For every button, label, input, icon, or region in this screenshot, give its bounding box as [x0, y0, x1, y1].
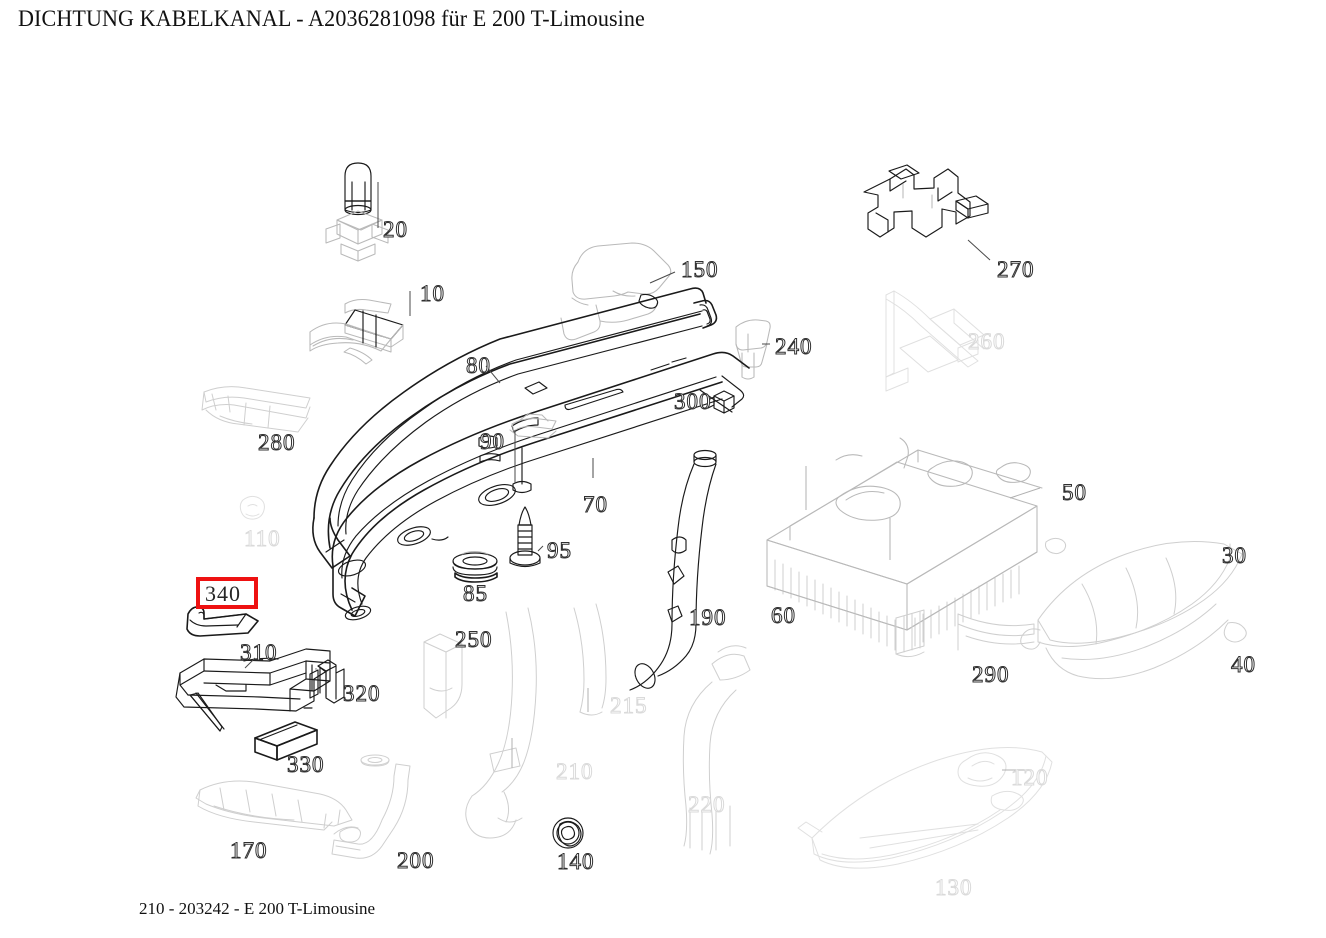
page-footer: 210 - 203242 - E 200 T-Limousine	[139, 899, 376, 918]
part-260-linework	[885, 290, 985, 392]
callout-20[interactable]: 20	[383, 217, 408, 242]
part-60-linework	[895, 609, 925, 658]
callout-150[interactable]: 150	[681, 257, 719, 282]
callout-85[interactable]: 85	[463, 581, 488, 606]
callout-60[interactable]: 60	[771, 603, 796, 628]
callout-270[interactable]: 270	[997, 257, 1035, 282]
exploded-parts-diagram[interactable]: 20 10 150 270 240 260 80 300 280 90 70 5…	[0, 48, 1326, 900]
callout-340[interactable]: 340	[205, 581, 241, 606]
part-130-linework	[797, 747, 1053, 869]
part-240-linework	[735, 319, 771, 380]
callout-250[interactable]: 250	[455, 627, 493, 652]
callout-210[interactable]: 210	[556, 759, 594, 784]
part-140-linework	[552, 817, 584, 849]
part-320-linework	[309, 659, 345, 704]
diagram-linework	[175, 162, 1247, 869]
part-210-linework	[465, 607, 537, 839]
callout-80[interactable]: 80	[466, 353, 491, 378]
callout-240[interactable]: 240	[775, 334, 813, 359]
callout-170[interactable]: 170	[230, 838, 268, 863]
callout-140[interactable]: 140	[557, 849, 595, 874]
callout-260[interactable]: 260	[968, 329, 1006, 354]
part-95-linework	[509, 506, 541, 568]
callout-130[interactable]: 130	[935, 875, 973, 900]
part-20-linework	[325, 162, 389, 262]
callout-30[interactable]: 30	[1222, 543, 1247, 568]
part-310-linework	[175, 648, 331, 712]
part-200-linework	[331, 763, 411, 859]
part-190-linework	[629, 449, 717, 691]
part-250-linework	[423, 633, 463, 719]
callout-120[interactable]: 120	[1011, 765, 1049, 790]
selected-part-highlight-box[interactable]: 340	[196, 577, 258, 609]
part-50-linework	[766, 437, 1043, 651]
callout-200[interactable]: 200	[397, 848, 435, 873]
callout-110[interactable]: 110	[244, 526, 281, 551]
part-220-linework	[682, 645, 751, 855]
part-30-linework	[1020, 537, 1247, 680]
callout-320[interactable]: 320	[343, 681, 381, 706]
callout-330[interactable]: 330	[287, 752, 325, 777]
callout-90[interactable]: 90	[480, 429, 505, 454]
part-340-linework	[186, 606, 259, 637]
part-300-linework	[707, 390, 735, 414]
part-70-linework	[331, 351, 750, 621]
part-270-linework	[863, 164, 989, 238]
part-110-linework	[239, 495, 265, 520]
part-170-linework	[195, 780, 353, 831]
callout-70[interactable]: 70	[583, 492, 608, 517]
callout-40[interactable]: 40	[1231, 652, 1256, 677]
callout-10[interactable]: 10	[420, 281, 445, 306]
callout-190[interactable]: 190	[689, 605, 727, 630]
part-150-linework	[560, 242, 672, 341]
part-10-linework	[309, 298, 404, 365]
part-330-linework	[254, 721, 318, 761]
part-280-linework	[201, 386, 311, 433]
callout-280[interactable]: 280	[258, 430, 296, 455]
part-90-linework	[509, 413, 557, 494]
part-80-linework	[312, 287, 718, 569]
callout-95[interactable]: 95	[547, 538, 572, 563]
part-215-linework	[573, 603, 607, 716]
part-290-linework	[957, 613, 1035, 651]
callout-290[interactable]: 290	[972, 662, 1010, 687]
page-title: DICHTUNG KABELKANAL - A2036281098 für E …	[18, 6, 645, 31]
callout-220[interactable]: 220	[688, 792, 726, 817]
part-85-linework	[452, 550, 498, 583]
callout-50[interactable]: 50	[1062, 480, 1087, 505]
callout-310[interactable]: 310	[240, 640, 278, 665]
part-small-grommet-linework	[360, 754, 390, 767]
callout-215[interactable]: 215	[610, 693, 648, 718]
callout-300[interactable]: 300	[674, 389, 712, 414]
